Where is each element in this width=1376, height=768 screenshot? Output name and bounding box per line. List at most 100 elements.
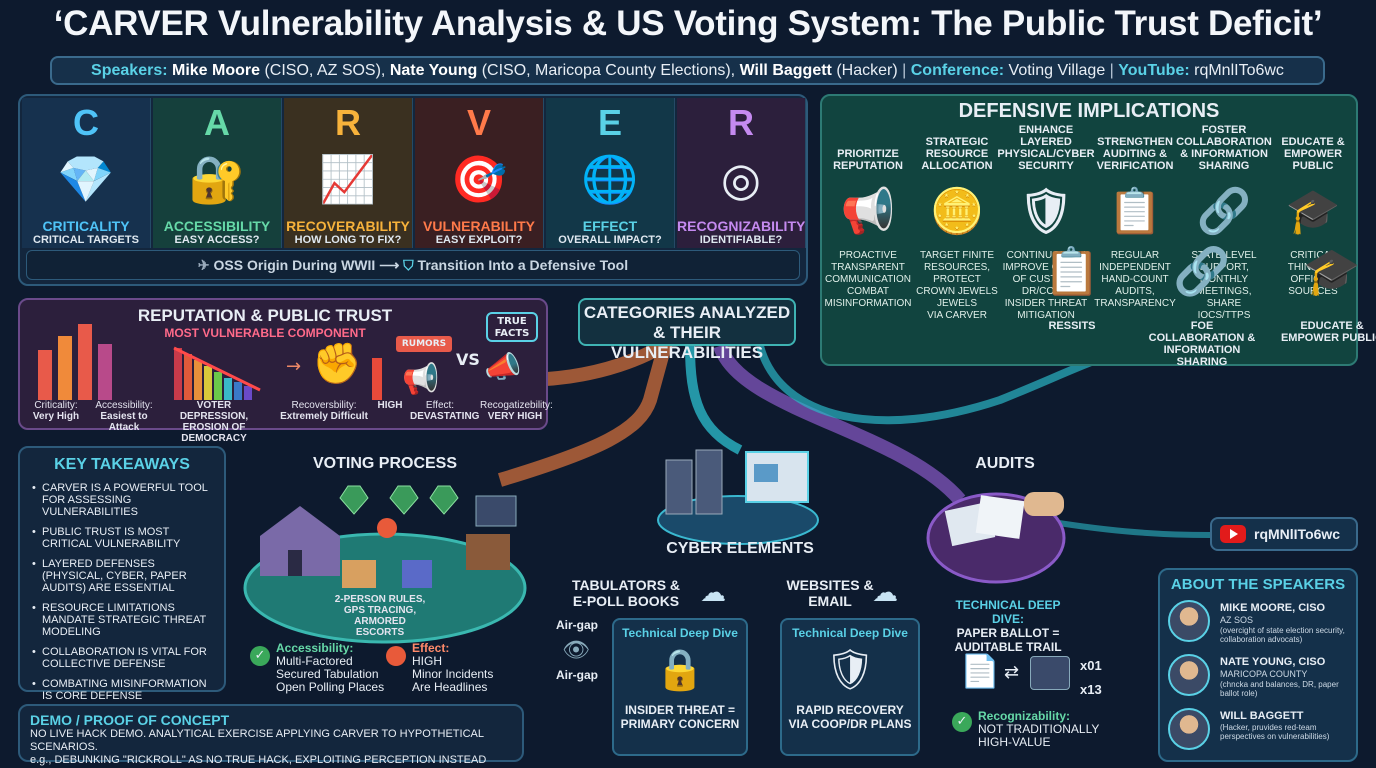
text-line: Auditable Trail bbox=[954, 640, 1062, 654]
reputation-label-value: VERY HIGH bbox=[487, 411, 543, 422]
speaker-org: Maricopa County bbox=[1220, 669, 1308, 679]
takeaway-item: CARVER is a powerful tool for assessing … bbox=[32, 482, 216, 518]
demo-line-2: e.g., DEBUNKING "RICKROLL" AS NO TRUE HA… bbox=[30, 754, 487, 766]
text-line: Primary Concern bbox=[620, 717, 740, 731]
carver-question: Identifiable? bbox=[699, 234, 783, 246]
defensive-head: Enhance Layered Physical/Cyber Security bbox=[997, 124, 1095, 172]
text-line: HIGH bbox=[412, 654, 442, 668]
reputation-label: HIGH bbox=[370, 400, 410, 411]
text-line: Are Headlines bbox=[412, 680, 488, 694]
speaker-card: Nate Young, CISOMaricopa County(chncka a… bbox=[1168, 654, 1354, 702]
carver-card-recoverability: R📈RecoverabilityHow Long to Fix? bbox=[284, 98, 413, 248]
cyber-title: Cyber Elements bbox=[666, 540, 814, 557]
speakers-bar: Speakers: Mike Moore (CISO, AZ SOS), Nat… bbox=[50, 56, 1325, 85]
count-x01: x01 bbox=[1080, 658, 1102, 673]
defensive-body-line: Critical Thinking, bbox=[1287, 250, 1339, 273]
reputation-label-value: VOTER DEPRESSION, EROSION OF DEMOCRACY bbox=[179, 400, 249, 444]
reputation-title: Reputation & Public Trust bbox=[137, 306, 393, 325]
lock-badge-icon: 🔒 bbox=[655, 647, 705, 693]
coins-icon: 🪙 bbox=[929, 187, 985, 236]
origin-text: OSS Origin During WWII bbox=[213, 257, 376, 273]
megaphone-icon: 📢 bbox=[840, 187, 896, 236]
reputation-label: Accessibility:Easiest to Attack bbox=[84, 400, 164, 433]
reputation-label-value: Very High bbox=[32, 411, 80, 422]
carver-card-criticality: C💎CriticalityCritical Targets bbox=[22, 98, 151, 248]
speaker-desc: (overcight of state election security, c… bbox=[1220, 626, 1345, 644]
true-facts-bubble: TRUE FACTS bbox=[486, 312, 538, 342]
defensive-head: Foster Collaboration & Information Shari… bbox=[1176, 124, 1272, 172]
effect-label: Effect: bbox=[412, 641, 450, 655]
shield-icon: ⛉ bbox=[403, 257, 414, 273]
text-line: via COOP/DR Plans bbox=[788, 717, 912, 731]
defensive-body-line: Regular Independent Hand-Count Audits, bbox=[1099, 250, 1171, 297]
tabulators-title: Tabulators & E-Poll Books bbox=[571, 577, 681, 609]
speaker-1-name: Mike Moore bbox=[172, 62, 261, 79]
defensive-body-line: State-Level Support, bbox=[1191, 250, 1257, 273]
audits-title: Audits bbox=[975, 455, 1035, 472]
text-line: Secured Tabulation bbox=[276, 667, 379, 681]
page-title: ‘CARVER Vulnerability Analysis & US Voti… bbox=[53, 4, 1323, 43]
defensive-body-line: Target Finite Resources, bbox=[919, 250, 995, 273]
reputation-label: Criticality:Very High bbox=[26, 400, 86, 422]
defensive-body: ProactiveTransparent CommunicationCombat… bbox=[824, 250, 912, 310]
speaker-2-role: (CISO, Maricopa County Elections), bbox=[481, 62, 736, 79]
youtube-badge[interactable]: rqMNlITo6wc bbox=[1210, 517, 1358, 551]
separator: | bbox=[902, 62, 907, 79]
demo-title: Demo / Proof of Concept bbox=[30, 712, 230, 728]
defensive-head: Educate & Empower Public bbox=[1281, 136, 1345, 172]
deep-dive-label: Technical Deep Dive bbox=[622, 626, 738, 640]
defensive-col-1: Strategic Resource Allocation🪙Target Fin… bbox=[913, 124, 1001, 322]
defensive-body-line: Insider Threat Mitigation bbox=[1004, 298, 1088, 321]
shield-icon: 🛡 bbox=[1018, 187, 1074, 236]
defensive-bottom-label: Educate & Empower Public bbox=[1280, 320, 1376, 344]
defensive-head: Strengthen Auditing & Verification bbox=[1096, 136, 1174, 172]
defensive-col-0: Prioritize Reputation📢ProactiveTranspare… bbox=[824, 124, 912, 310]
speaker-name: Will Baggett bbox=[1220, 710, 1304, 722]
arrow-right-icon: ⟶ bbox=[379, 257, 400, 273]
reputation-label-key: Recoversbility: bbox=[291, 400, 357, 411]
arrow-right-icon: → bbox=[286, 356, 302, 377]
carver-letter: V bbox=[466, 102, 491, 143]
reputation-subtitle: Most Vulnerable Component bbox=[164, 326, 366, 340]
key-takeaways-title: Key Takeaways bbox=[54, 456, 190, 473]
reputation-label-key: Effect: bbox=[425, 400, 455, 411]
text-line: Not Traditionally bbox=[978, 722, 1100, 736]
defensive-body: Regular Independent Hand-Count Audits,Tr… bbox=[1091, 250, 1179, 310]
deep-dive-label: Technical Deep Dive bbox=[792, 626, 908, 640]
high-bar-icon bbox=[372, 358, 382, 400]
audit-deep-label: Technical Deep Dive: bbox=[955, 598, 1061, 626]
defensive-col-4: Foster Collaboration & Information Shari… bbox=[1176, 124, 1272, 322]
avatar bbox=[1168, 708, 1210, 750]
about-title: About the Speakers bbox=[1170, 576, 1346, 593]
voting-illustration bbox=[243, 485, 527, 644]
defensive-body-line: Official Sources bbox=[1288, 274, 1338, 297]
youtube-value[interactable]: rqMnlITo6wc bbox=[1194, 62, 1284, 79]
network-icon: 🔗 bbox=[1173, 245, 1231, 297]
text-line: Multi-Factored bbox=[276, 654, 353, 668]
text-line: Rapid Recovery bbox=[796, 703, 904, 717]
airgap-label-1: Air-gap bbox=[556, 618, 598, 632]
reputation-label: VOTER DEPRESSION, EROSION OF DEMOCRACY bbox=[168, 400, 260, 444]
document-icon: 📄 bbox=[960, 652, 1000, 690]
checklist-icon: 📋 bbox=[1043, 245, 1101, 297]
carver-question: Overall Impact? bbox=[558, 234, 662, 246]
speaker-name: Mike Moore, CISO bbox=[1220, 602, 1326, 614]
defensive-col-5: Educate & Empower Public 🎓 Critical Thinki… bbox=[1269, 124, 1357, 298]
reputation-label: Recoversbility:Extremely Difficult bbox=[280, 400, 368, 422]
exchange-arrows-icon: ⇄ bbox=[1004, 662, 1020, 683]
text-line: Open Polling Places bbox=[276, 680, 385, 694]
youtube-label: YouTube: bbox=[1118, 62, 1190, 79]
voting-title: Voting Process bbox=[312, 455, 458, 472]
carver-name: Effect bbox=[582, 218, 638, 234]
defensive-bottom-label: Foe Collaboration & Information Sharing bbox=[1148, 320, 1256, 368]
carver-card-vulnerability: V🎯VulnerabilityEasy Exploit? bbox=[415, 98, 544, 248]
voting-note: 2-Person Rules, GPS Tracing, Armored Esc… bbox=[334, 594, 426, 638]
graduation-cap-icon: 🎓 bbox=[1285, 187, 1341, 236]
speaker-3-role: (Hacker) bbox=[836, 62, 898, 79]
speaker-card: Will Baggett(Hacker, pruvides red-team p… bbox=[1168, 708, 1354, 756]
text-line: Minor Incidents bbox=[412, 667, 494, 681]
demo-line-1: NO LIVE HACK DEMO. ANALYTICAL EXERCISE A… bbox=[30, 728, 484, 753]
